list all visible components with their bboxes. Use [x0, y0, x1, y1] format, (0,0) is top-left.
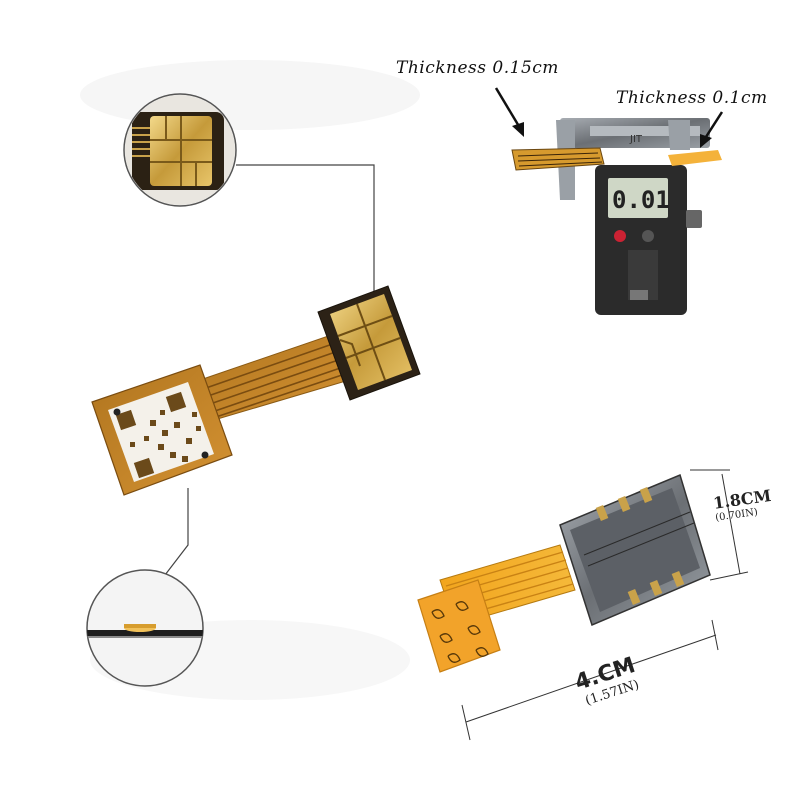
- callout-line-bottom: [164, 488, 189, 576]
- svg-text:0.01: 0.01: [612, 186, 670, 214]
- caliper-photo: JIT 0.01: [511, 118, 722, 315]
- thickness-label-right: Thickness 0.1cm: [616, 88, 768, 108]
- zoom-circle-contacts: [123, 93, 237, 207]
- thickness-arrow-left: [494, 87, 524, 137]
- dimension-line-width: [461, 619, 719, 741]
- sim-adapter-main: [91, 285, 421, 496]
- thickness-label-left: Thickness 0.15cm: [396, 58, 559, 78]
- sim-tray-adapter: [417, 473, 711, 673]
- qr-code: [108, 382, 214, 482]
- callout-line-top: [236, 164, 375, 292]
- dimension-line-height: [690, 469, 749, 581]
- zoom-circle-profile: [86, 569, 204, 687]
- thickness-arrow-right: [700, 111, 724, 148]
- background-smudge: [80, 60, 420, 130]
- svg-text:JIT: JIT: [629, 134, 643, 145]
